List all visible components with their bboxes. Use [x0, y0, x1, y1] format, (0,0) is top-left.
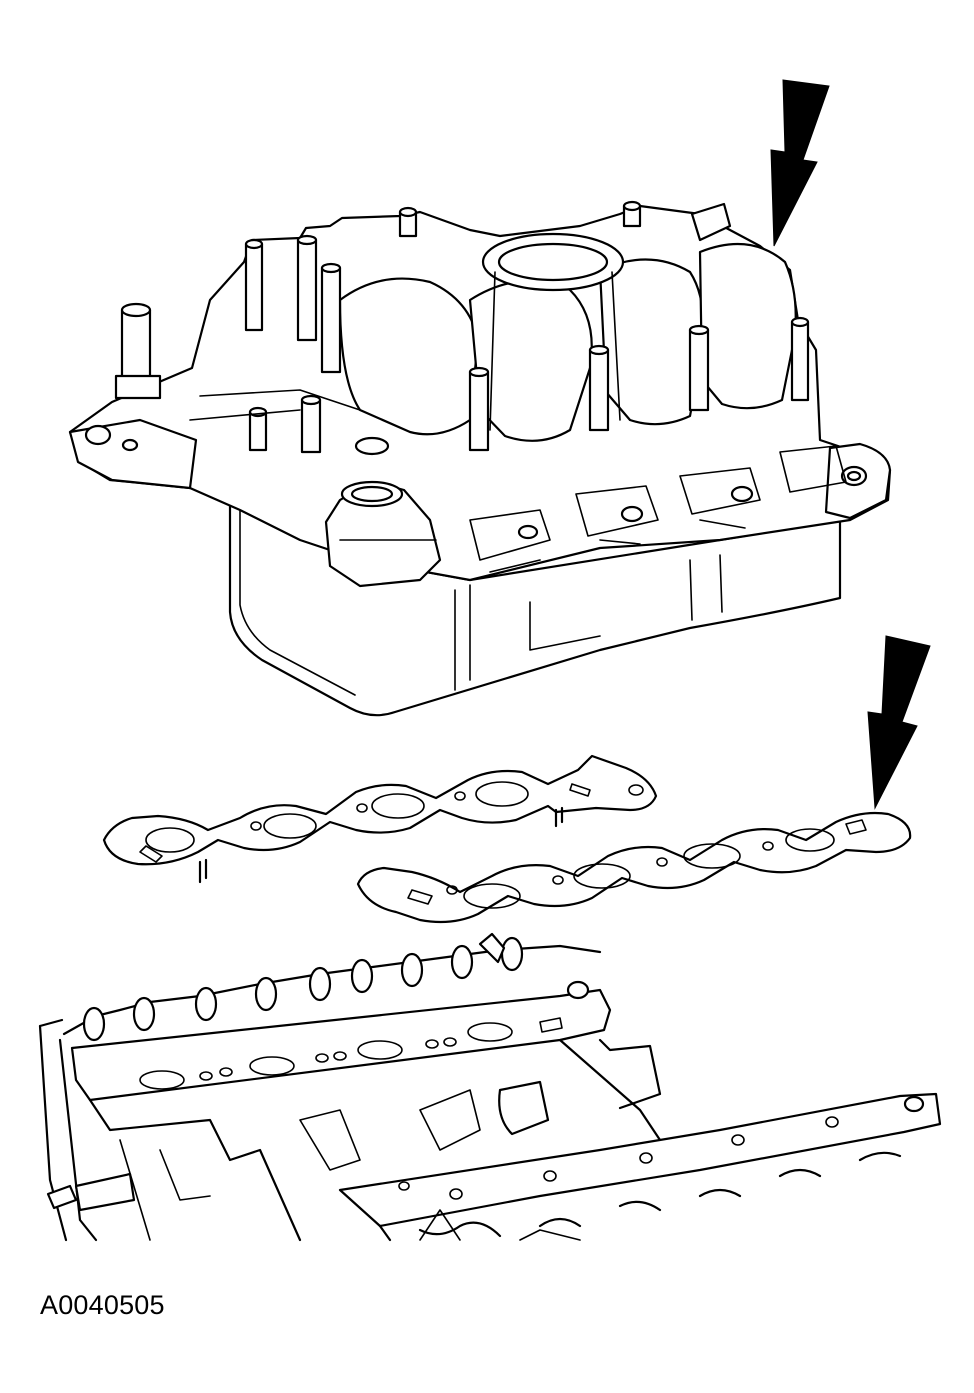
intake-manifold [68, 200, 892, 717]
engine-block [38, 932, 942, 1242]
figure-reference-code: A0040505 [40, 1290, 165, 1320]
intake-gasket-left [102, 754, 658, 884]
intake-gasket-right [356, 811, 912, 924]
arrow-gasket-icon [867, 635, 931, 810]
arrow-manifold-icon [770, 79, 830, 247]
